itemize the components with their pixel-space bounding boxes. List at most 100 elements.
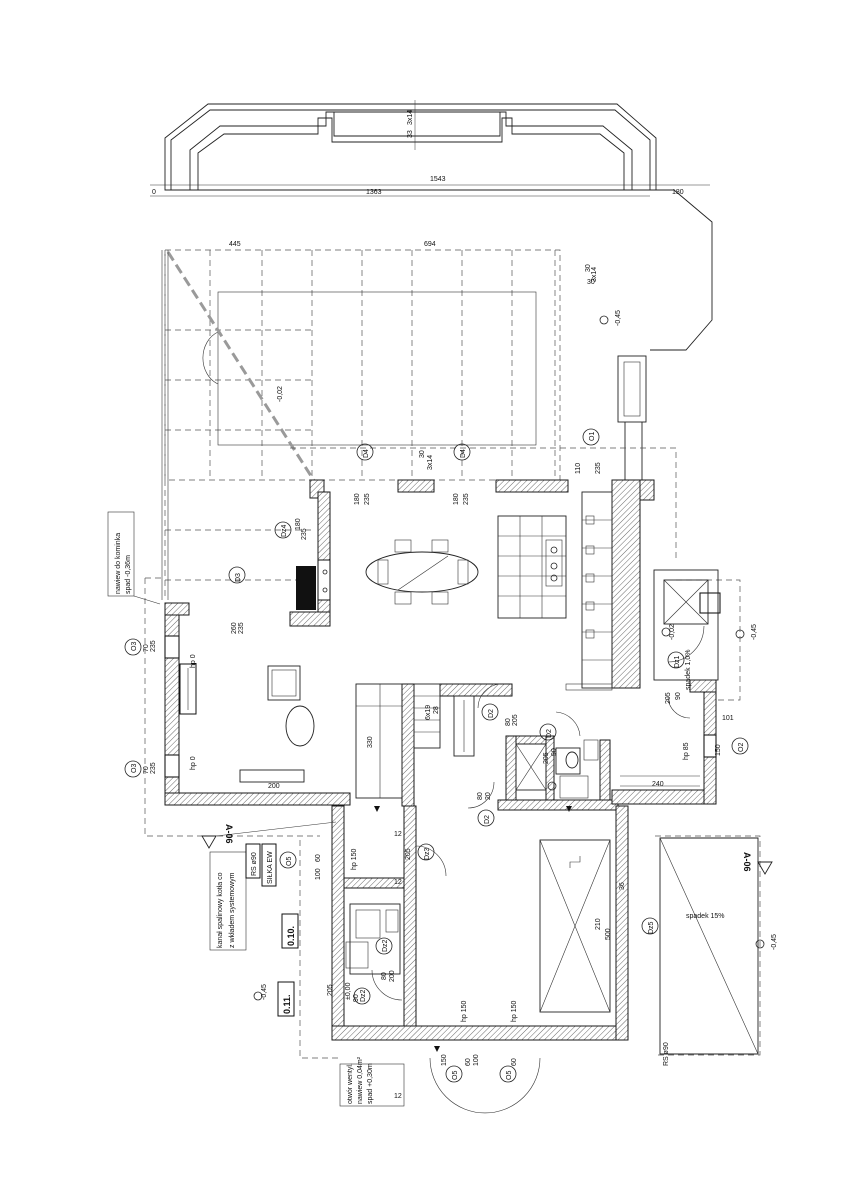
- label-hp150-c: hp 150: [511, 1000, 518, 1022]
- dim-205-d: 205: [665, 692, 672, 704]
- tag-o1: O1: [589, 432, 596, 441]
- section-markers: A-06 A-06: [201, 821, 773, 875]
- tag-d2-b: D2: [546, 729, 553, 738]
- dim-235-d: 235: [301, 528, 308, 540]
- dim-100-a: 100: [315, 868, 322, 880]
- tag-d2-c: D2: [484, 815, 491, 824]
- dim-235-left2: 235: [150, 762, 157, 774]
- dim-235-a: 235: [364, 493, 371, 505]
- dim-180-b: 180: [453, 493, 460, 505]
- level-045-garage: -0,45: [771, 934, 778, 950]
- tag-d3: D3: [235, 573, 242, 582]
- dim-180-c: 180: [295, 518, 302, 530]
- dim-150-b: 150: [441, 1054, 448, 1066]
- bathroom: 205 90 D2 80 205 D2: [477, 683, 611, 801]
- tag-dz2-small: Dz2: [360, 989, 367, 1002]
- dim-70-left1: 70: [143, 644, 150, 652]
- level-002-terrace: -0,02: [277, 386, 284, 402]
- label-hp150-a: hp 150: [351, 848, 358, 870]
- living-room-furniture: 200: [239, 665, 315, 790]
- room-011: 0.11.: [282, 994, 292, 1014]
- dim-235-c: 235: [595, 462, 602, 474]
- section-right: A-06: [742, 852, 752, 872]
- label-hp150-b: hp 150: [461, 1000, 468, 1022]
- dim-205-b: 205: [543, 752, 550, 764]
- dim-500: 500: [605, 928, 612, 940]
- dim-200-b: 200: [389, 970, 396, 982]
- dim-28: 28: [433, 706, 440, 714]
- tag-d2-a: D2: [488, 709, 495, 718]
- note-wentyl-2: nawiew 0,04m²: [357, 1056, 364, 1104]
- dim-80-a: 80: [505, 718, 512, 726]
- dim-3x14-mid: 3x14: [427, 455, 434, 470]
- exterior-walls: [164, 479, 717, 1041]
- dim-150-a: 150: [715, 744, 722, 756]
- dim-180-a: 180: [354, 493, 361, 505]
- rs90-b: RS ø90: [663, 1042, 670, 1066]
- level-045-top: -0,45: [615, 310, 622, 326]
- rs90-a: RS ø90: [251, 852, 258, 876]
- dim-235-b: 235: [463, 493, 470, 505]
- kitchen: 110 235 O1: [497, 428, 613, 691]
- note-wentyl-3: spad +0,30m: [367, 1063, 374, 1104]
- roof-overhang-outline: [144, 447, 761, 1059]
- dim-240: 240: [652, 781, 664, 788]
- east-terrace: 3x14 30 -0,45: [585, 189, 713, 480]
- pergola-grid: -0,02 30: [161, 249, 595, 600]
- dim-90-b: 90: [675, 692, 682, 700]
- dim-30-mid: 30: [419, 450, 426, 458]
- tag-o2: O2: [738, 743, 745, 752]
- level-000: ±0,00: [345, 982, 352, 1000]
- dim-20: 20: [485, 792, 492, 800]
- dim-110: 110: [575, 463, 582, 474]
- dim-36: 36: [619, 882, 626, 890]
- dim-205-a: 205: [512, 714, 519, 726]
- dim-60-a: 60: [315, 854, 322, 862]
- dim-80-c: 80: [381, 972, 388, 980]
- dim-210: 210: [595, 918, 602, 930]
- tag-o5-b: O5: [452, 1071, 459, 1080]
- dim-60-b: 60: [465, 1058, 472, 1066]
- windows: [164, 592, 721, 778]
- note-kanal-2: z wkładem systemowym: [229, 872, 236, 948]
- dining-table: [365, 539, 479, 605]
- section-left: A-06: [224, 824, 234, 844]
- level-045-front: -0,45: [261, 984, 268, 1000]
- dim-80-b: 80: [477, 792, 484, 800]
- tag-dz1: Dz1: [674, 655, 681, 668]
- tag-dz3: Dz3: [424, 847, 431, 860]
- tag-d4-b: D4: [460, 449, 467, 458]
- dim-1543: 1543: [430, 176, 446, 183]
- dim-180: 180: [672, 189, 684, 196]
- note-spad-036: spad -0,36m: [125, 555, 132, 594]
- entrance-hall: D2 80 20 12 Dz3 205 60 100 hp 150 12 Dz2…: [315, 781, 541, 1114]
- top-dimensions: 1543 1363 180 0 445 694 33 3x14: [150, 100, 710, 248]
- dim-205-e: 205: [327, 984, 334, 996]
- dim-12-c: 12: [394, 1093, 402, 1100]
- dim-90-c: 90: [353, 994, 360, 1002]
- tag-d5: Dz5: [648, 921, 655, 934]
- dim-12-a: 12: [394, 831, 402, 838]
- utility-room: -0,02 Dz1 spadek 1,0% 205 90 101 O2 150 …: [620, 569, 758, 788]
- note-wentyl-1: otwór wentyl.: [347, 1063, 354, 1104]
- room-010: 0.10.: [286, 926, 296, 946]
- staircase: 330 6x19 28: [355, 683, 475, 799]
- spadek-1pct: spadek 1,0%: [685, 650, 692, 690]
- dim-694: 694: [424, 241, 436, 248]
- tag-d4-a: D4: [363, 449, 370, 458]
- dim-445: 445: [229, 241, 241, 248]
- tag-o3-a: O3: [131, 642, 138, 651]
- dim-330: 330: [367, 736, 374, 748]
- dim-205-c: 205: [405, 848, 412, 860]
- dim-0: 0: [152, 189, 156, 196]
- spadek-15pct: spadek 15%: [686, 913, 725, 920]
- garage: 210 500 36 Dz5 spadek 15% -0,45 RS ø90: [539, 837, 778, 1066]
- dim-90-a: 90: [551, 748, 558, 756]
- tag-dz2-hall: Dz2: [382, 939, 389, 952]
- dim-70-left2: 70: [143, 766, 150, 774]
- fireplace: 180 235 260 235: [231, 518, 331, 634]
- dim-6x19: 6x19: [425, 705, 432, 720]
- dim-33: 33: [407, 130, 414, 138]
- label-hp85: hp 85: [683, 742, 690, 760]
